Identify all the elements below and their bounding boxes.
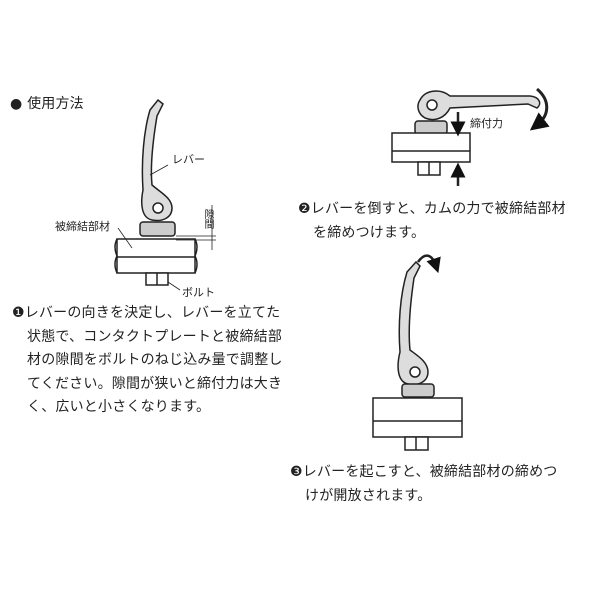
figure1-lever-upright	[114, 98, 216, 291]
clamping-force-label: 締付力	[470, 117, 503, 130]
step3-line: ❸レバーを起こすと、被締結部材の締めつ	[290, 464, 558, 480]
step3-line: けが開放されます。	[305, 487, 432, 504]
step1-line: 状態で、コンタクトプレートと被締結部	[27, 328, 283, 345]
step3-text: ❸レバーを起こすと、被締結部材の締めつ けが開放されます。	[290, 461, 558, 508]
step2-text: ❷レバーを倒すと、カムの力で被締結部材 を締めつけます。	[298, 198, 566, 245]
step1-line: てください。隙間が狭いと締付力は大き	[27, 375, 283, 392]
figure3-lever-up	[372, 254, 463, 451]
section-title: ● 使用方法	[10, 96, 84, 112]
bolt-label: ボルト	[182, 286, 215, 299]
step1-line: く、広いと小さくなります。	[27, 399, 211, 415]
gap-label: 隙間	[202, 209, 213, 229]
step2-line: を締めつけます。	[313, 224, 426, 241]
figure2-lever-down	[391, 87, 550, 186]
workpiece-label: 被締結部材	[55, 220, 110, 233]
step1-line: 材の隙間をボルトのねじ込み量で調整し	[27, 352, 283, 368]
step2-line: ❷レバーを倒すと、カムの力で被締結部材	[298, 201, 566, 217]
step1-line: ❶レバーの向きを決定し、レバーを立てた	[12, 305, 281, 321]
lever-label: レバー	[172, 153, 205, 166]
step1-text: ❶レバーの向きを決定し、レバーを立てた 状態で、コンタクトプレートと被締結部 材…	[12, 302, 283, 420]
